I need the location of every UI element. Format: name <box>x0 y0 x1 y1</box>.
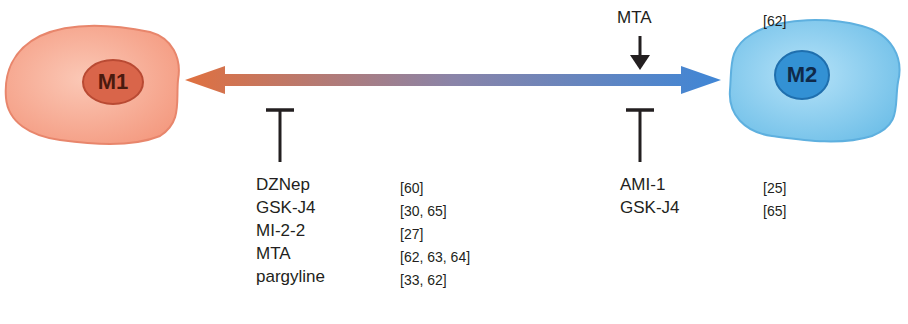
compound-name: MTA <box>617 8 652 28</box>
compound-name: MTA <box>256 244 291 264</box>
compound-name: pargyline <box>256 267 325 287</box>
macrophage-cell: M1 <box>0 18 184 146</box>
citation: [25] <box>763 178 786 198</box>
inhibition-stem <box>279 110 282 162</box>
citation: [27] <box>400 224 423 244</box>
citation: [65] <box>763 201 786 221</box>
compound-name: GSK-J4 <box>620 198 680 218</box>
compound-name: MI-2-2 <box>256 221 305 241</box>
activation-arrow <box>639 36 642 58</box>
citation: [33, 62] <box>400 270 447 290</box>
inhibition-bar <box>626 108 654 112</box>
compound-name: AMI-1 <box>620 175 665 195</box>
compound-name: DZNep <box>256 175 310 195</box>
cell-label: M2 <box>787 62 818 88</box>
polarization-arrow <box>185 66 721 94</box>
cell-outline <box>0 18 184 146</box>
macrophage-cell: M2 <box>722 12 906 144</box>
cell-label: M1 <box>98 69 129 95</box>
citation: [60] <box>400 178 423 198</box>
citation: [30, 65] <box>400 201 447 221</box>
inhibition-stem <box>639 110 642 162</box>
citation: [62] <box>763 11 786 31</box>
compound-name: GSK-J4 <box>256 198 316 218</box>
inhibition-bar <box>266 108 294 112</box>
activation-arrowhead <box>630 55 650 70</box>
citation: [62, 63, 64] <box>400 247 470 267</box>
